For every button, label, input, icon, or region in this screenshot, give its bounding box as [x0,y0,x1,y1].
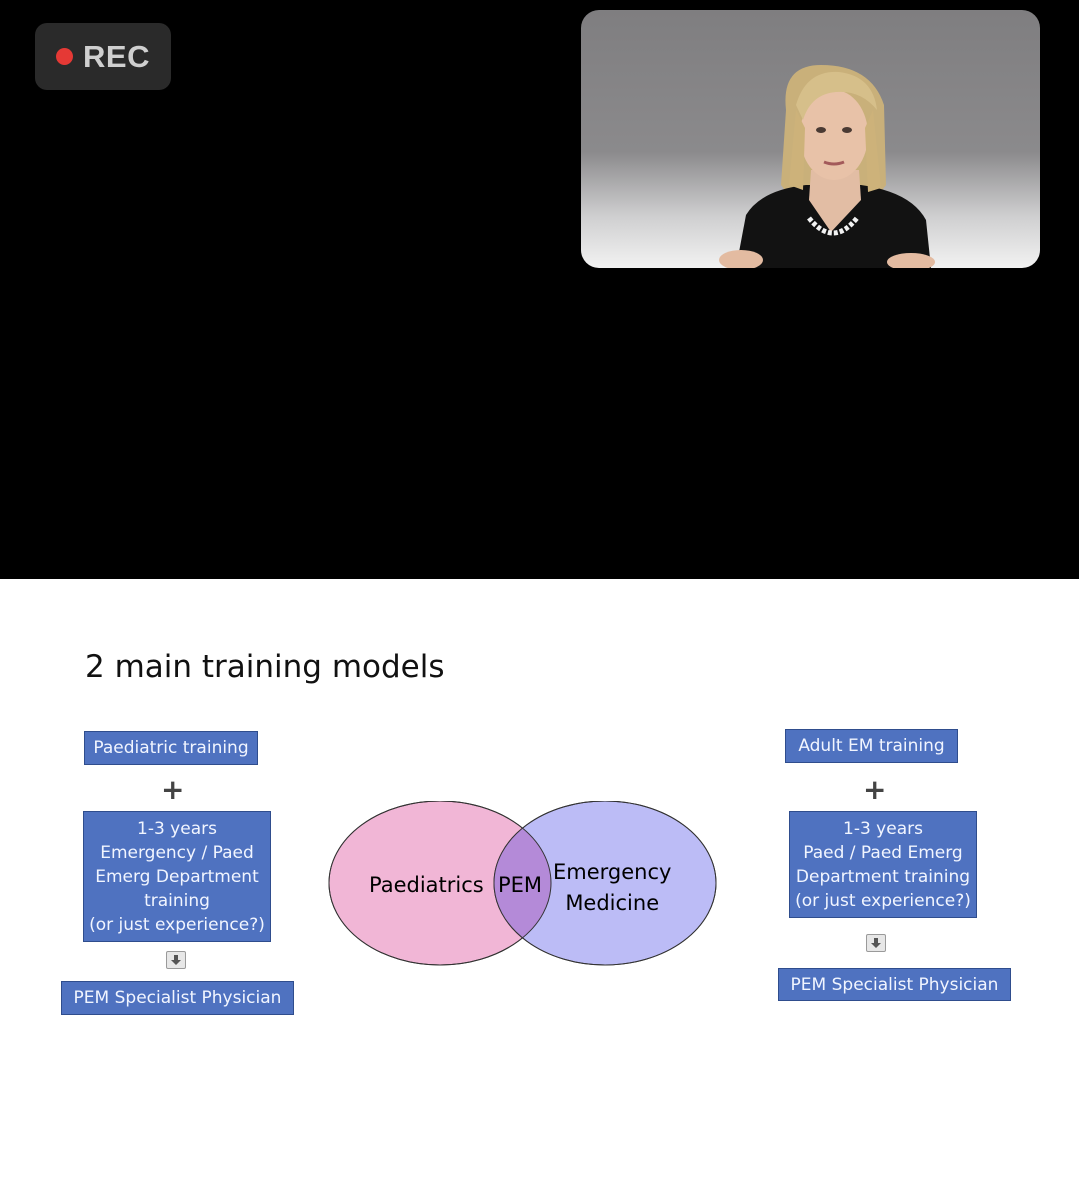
left-middle-box: 1-3 years Emergency / Paed Emerg Departm… [83,811,271,942]
right-start-box: Adult EM training [785,729,958,763]
right-middle-box: 1-3 years Paed / Paed Emerg Department t… [789,811,977,918]
down-arrow-icon [866,934,886,952]
recording-label: REC [83,38,150,74]
down-arrow-icon [166,951,186,969]
left-result-box: PEM Specialist Physician [61,981,294,1015]
left-start-box: Paediatric training [84,731,258,765]
left-plus-sign: + [161,773,185,806]
venn-pem-label: PEM [498,873,543,897]
speaker-video-frame [719,65,935,268]
right-result-box: PEM Specialist Physician [778,968,1011,1001]
record-dot-icon [56,48,74,65]
venn-emergency-label: Emergency Medicine [553,860,672,915]
presentation-slide: 2 main training models Paediatric traini… [0,579,1079,1180]
right-plus-sign: + [863,773,887,806]
recording-indicator: REC [35,23,171,90]
venn-paediatrics-label: Paediatrics [369,873,484,897]
venn-diagram: Paediatrics PEM Emergency Medicine [325,800,720,975]
participant-video-tile[interactable] [581,10,1040,268]
slide-title: 2 main training models [85,649,445,685]
